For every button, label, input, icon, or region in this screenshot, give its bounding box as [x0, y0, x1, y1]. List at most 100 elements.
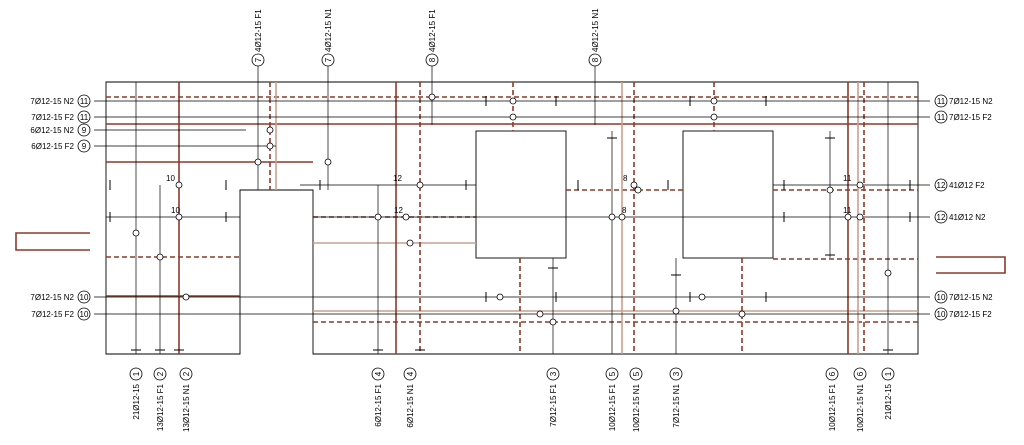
label-bubble [853, 367, 867, 381]
slab-outline [105, 81, 919, 355]
label-bubble-text: 11 [80, 113, 89, 122]
label-right-text: 7Ø12-15 F2 [949, 310, 992, 319]
label-bubble [179, 367, 193, 381]
label-bottom-text: 13Ø12-15 F1 [156, 383, 165, 431]
label-bubble [251, 53, 265, 67]
label-bubble [588, 53, 602, 67]
intersection-marker [884, 269, 892, 277]
intersection-marker [630, 181, 638, 189]
label-bubble-text: 6 [856, 371, 865, 376]
label-bubble-text: 2 [182, 371, 191, 376]
intersection-marker [710, 113, 718, 121]
label-left-text: 7Ø12-15 F2 [31, 113, 74, 122]
label-bottom-text: 13Ø12-15 N1 [182, 383, 191, 432]
label-bottom-text: 7Ø12-15 F1 [549, 383, 558, 426]
label-bubble [934, 290, 948, 304]
label-right-text: 7Ø12-15 N2 [949, 293, 993, 302]
intersection-marker [254, 158, 262, 166]
right-labels: 11 7Ø12-15 N2 11 7Ø12-15 F2 12 41Ø12 F2 … [934, 94, 993, 321]
label-bubble [934, 94, 948, 108]
dimension-text: 12 [393, 174, 402, 183]
intersection-marker [509, 97, 517, 105]
label-left-text: 7Ø12-15 N2 [30, 97, 74, 106]
label-bubble [77, 94, 91, 108]
intersection-marker [416, 181, 424, 189]
label-bubble [403, 367, 417, 381]
intersection-marker [406, 239, 414, 247]
label-left-text: 6Ø12-15 F2 [31, 142, 74, 151]
label-right-text: 41Ø12 N2 [949, 213, 986, 222]
intersection-marker [428, 93, 436, 101]
label-bubble-text: 10 [80, 293, 89, 302]
dimension-text: 10 [166, 174, 175, 183]
label-bubble [321, 53, 335, 67]
label-bubble-text: 11 [937, 113, 946, 122]
label-bubble-text: 5 [632, 371, 641, 376]
horizontal-rebars [106, 96, 918, 323]
label-bubble [546, 367, 560, 381]
dimension-text: 8 [622, 206, 627, 215]
intersection-marker [738, 310, 746, 318]
intersection-marker [266, 142, 274, 150]
intersection-marker [175, 181, 183, 189]
label-bubble-text: 3 [672, 371, 681, 376]
label-bubble-text: 12 [937, 213, 946, 222]
label-bubble-text: 7 [254, 57, 263, 62]
label-bubble [153, 367, 167, 381]
label-bubble-text: 8 [428, 57, 437, 62]
intersection-marker [509, 113, 517, 121]
label-bottom-text: 10Ø12-15 N1 [856, 383, 865, 432]
intersection-marker [182, 293, 190, 301]
intersection-marker [374, 213, 382, 221]
intersection-marker [826, 186, 834, 194]
label-bubble [371, 367, 385, 381]
opening-1 [475, 130, 567, 259]
label-bottom-text: 7Ø12-15 N1 [672, 383, 681, 427]
intersection-marker [672, 307, 680, 315]
label-bubble-text: 10 [937, 293, 946, 302]
intersection-marker [402, 213, 410, 221]
dimension-text: 11 [843, 174, 852, 183]
label-left-text: 7Ø12-15 F2 [31, 310, 74, 319]
label-bubble-text: 6 [828, 371, 837, 376]
intersection-marker [132, 229, 140, 237]
intersection-marker [856, 181, 864, 189]
label-bubble-text: 10 [937, 310, 946, 319]
label-bottom-text: 10Ø12-15 N1 [632, 383, 641, 432]
intersection-marker [175, 213, 183, 221]
dimension-text: 8 [623, 174, 628, 183]
label-bubble-text: 7 [324, 57, 333, 62]
label-bubble [934, 110, 948, 124]
label-bubble [825, 367, 839, 381]
label-top-text: 4Ø12-15 F1 [254, 9, 263, 52]
label-bottom-text: 10Ø12-15 F1 [608, 383, 617, 431]
label-bubble [605, 367, 619, 381]
label-bubble-text: 8 [591, 57, 600, 62]
label-bubble-text: 4 [406, 371, 415, 376]
label-top-text: 4Ø12-15 N1 [324, 8, 333, 52]
label-bubble [934, 307, 948, 321]
label-bubble-text: 3 [549, 371, 558, 376]
dimension-text: 11 [843, 206, 852, 215]
label-bubble-text: 1 [884, 371, 893, 376]
label-bubble-text: 10 [80, 310, 89, 319]
label-left-text: 7Ø12-15 N2 [30, 293, 74, 302]
intersection-marker [698, 293, 706, 301]
label-bubble-text: 1 [132, 371, 141, 376]
label-right-text: 41Ø12 F2 [949, 181, 985, 190]
intersection-marker [608, 213, 616, 221]
label-bubble-text: 2 [156, 371, 165, 376]
dimension-text: 10 [171, 206, 180, 215]
label-top-text: 4Ø12-15 N1 [591, 8, 600, 52]
top-labels: 7 4Ø12-15 F1 7 4Ø12-15 N1 8 4Ø12-15 F1 8… [251, 8, 602, 125]
label-bubble [934, 210, 948, 224]
label-right-text: 7Ø12-15 F2 [949, 113, 992, 122]
label-bottom-text: 6Ø12-15 N1 [406, 383, 415, 427]
label-bubble [881, 367, 895, 381]
label-top-text: 4Ø12-15 F1 [428, 9, 437, 52]
intersection-marker [856, 213, 864, 221]
label-bubble-text: 11 [80, 97, 89, 106]
starter-bar-right [936, 256, 1006, 274]
intersection-marker [156, 253, 164, 261]
